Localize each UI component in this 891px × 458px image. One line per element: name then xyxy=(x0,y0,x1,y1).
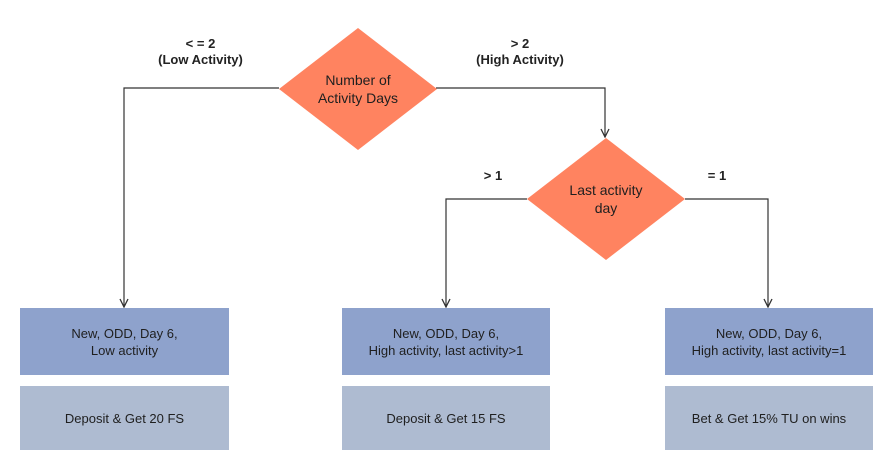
edge-label-low-activity: < = 2 (Low Activity) xyxy=(158,36,243,67)
connector-root-to-last-activity xyxy=(436,87,605,137)
segment-box-last-activity-eq1: New, ODD, Day 6, High activity, last act… xyxy=(665,308,873,375)
edge-label-high-activity: > 2 (High Activity) xyxy=(476,36,564,67)
edge-label-eq1: = 1 xyxy=(707,168,727,183)
decision-diamond-shape xyxy=(527,138,685,260)
offer-box-bet-15tu: Bet & Get 15% TU on wins xyxy=(665,386,873,450)
connector-root-to-low xyxy=(124,87,279,307)
connector-last-to-gt1 xyxy=(446,198,527,307)
segment-box-low-activity: New, ODD, Day 6, Low activity xyxy=(20,308,229,375)
connector-last-to-eq1 xyxy=(685,198,768,307)
offer-box-deposit-15fs: Deposit & Get 15 FS xyxy=(342,386,550,450)
decision-activity-days: Number of Activity Days xyxy=(279,28,437,150)
edge-label-gt1: > 1 xyxy=(483,168,503,183)
decision-last-activity-day-label: Last activity day xyxy=(569,182,643,216)
decision-last-activity-day: Last activity day xyxy=(527,138,685,260)
segment-box-last-activity-gt1: New, ODD, Day 6, High activity, last act… xyxy=(342,308,550,375)
decision-activity-days-label: Number of Activity Days xyxy=(317,72,399,106)
offer-box-deposit-20fs: Deposit & Get 20 FS xyxy=(20,386,229,450)
decision-diamond-shape xyxy=(279,28,437,150)
